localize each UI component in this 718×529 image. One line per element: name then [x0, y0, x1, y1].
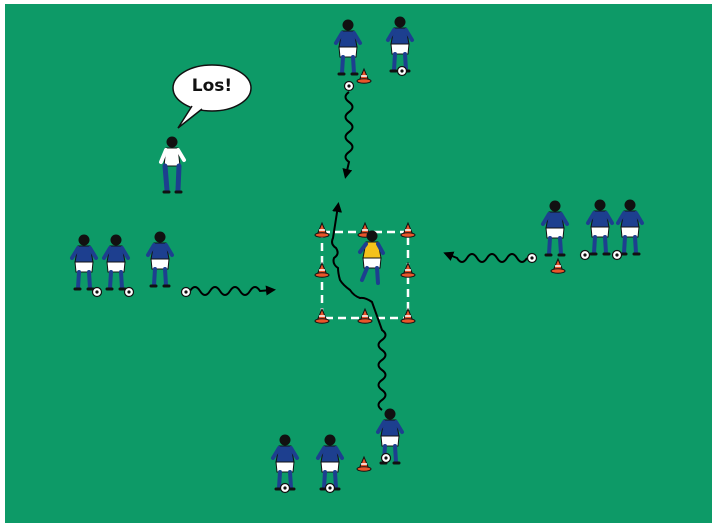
player-icon [543, 201, 567, 256]
cone-icon [315, 223, 329, 237]
player-icon [588, 200, 612, 255]
dribble-arrow-icon [447, 254, 527, 262]
cone-icon [357, 457, 371, 471]
player-icon [318, 435, 342, 490]
cone-icon [358, 309, 372, 323]
ball-icon [326, 484, 335, 493]
player-icon [104, 235, 128, 290]
defender-player-icon [360, 231, 383, 284]
player-icon [336, 20, 360, 75]
dribble-arrow-icon [190, 287, 272, 295]
player-icon [273, 435, 297, 490]
speech-bubble-text: Los! [176, 76, 248, 96]
speech-bubble [173, 65, 251, 128]
ball-icon [345, 82, 354, 91]
cone-icon [401, 309, 415, 323]
ball-icon [613, 251, 622, 260]
ball-icon [281, 484, 290, 493]
ball-icon [182, 288, 191, 297]
cone-icon [401, 223, 415, 237]
cone-icon [315, 309, 329, 323]
ball-icon [382, 454, 391, 463]
cone-icon [401, 263, 415, 277]
ball-icon [581, 251, 590, 260]
player-icon [618, 200, 642, 255]
ball-icon [93, 288, 102, 297]
ball-icon [528, 254, 537, 263]
cone-icon [551, 259, 565, 273]
ball-icon [125, 288, 134, 297]
player-icon [72, 235, 96, 290]
player-icon [388, 17, 412, 72]
ball-icon [398, 67, 407, 76]
dribble-arrow-icon [346, 92, 353, 175]
cone-icon [315, 263, 329, 277]
player-icon [148, 232, 172, 287]
player-icon [378, 409, 402, 464]
cone-icon [357, 69, 371, 83]
coach-icon [161, 137, 184, 193]
